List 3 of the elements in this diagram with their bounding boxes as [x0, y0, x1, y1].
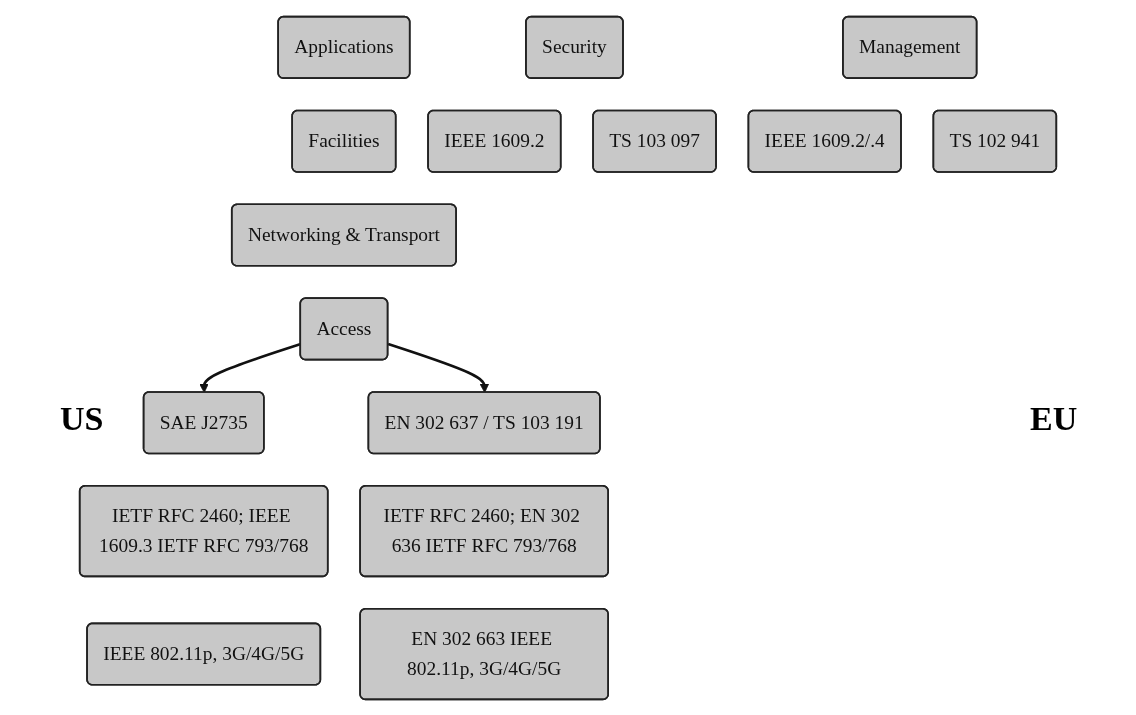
region-label: EU	[1030, 400, 1078, 438]
region-label: US	[60, 400, 104, 438]
arrow	[387, 342, 490, 393]
